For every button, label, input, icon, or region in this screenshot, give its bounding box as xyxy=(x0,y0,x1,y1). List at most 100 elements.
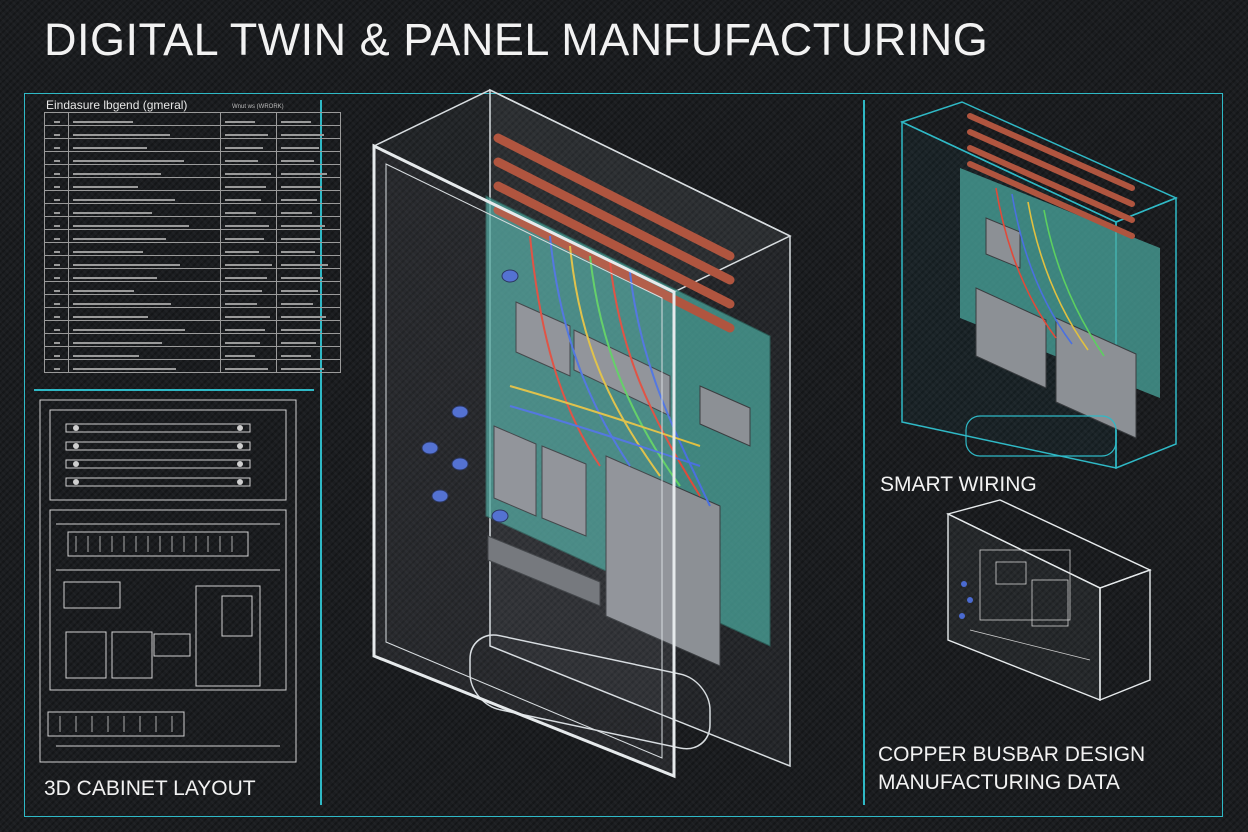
cabinet-layout-label: 3D CABINET LAYOUT xyxy=(44,777,256,800)
legend-row xyxy=(44,112,341,126)
legend-cell-text-mark xyxy=(225,354,255,357)
legend-cell xyxy=(220,294,277,308)
legend-cell-text-mark xyxy=(53,367,60,370)
content-frame xyxy=(24,93,1223,817)
legend-cell xyxy=(68,346,221,360)
legend-cell-text-mark xyxy=(281,354,311,357)
legend-cell-text-mark xyxy=(281,133,324,136)
legend-cell-text-mark xyxy=(53,224,60,227)
legend-cell xyxy=(44,190,69,204)
legend-cell-text-mark xyxy=(225,302,257,305)
legend-cell xyxy=(276,125,341,139)
legend-cell-text-mark xyxy=(53,185,60,188)
legend-cell xyxy=(220,359,277,373)
legend-cell-text-mark xyxy=(225,185,266,188)
legend-cell xyxy=(220,320,277,334)
legend-cell xyxy=(276,242,341,256)
legend-cell-text-mark xyxy=(281,302,313,305)
legend-cell-text-mark xyxy=(281,237,320,240)
legend-cell-text-mark xyxy=(225,133,268,136)
divider-right xyxy=(863,100,865,805)
legend-cell-text-mark xyxy=(225,211,256,214)
legend-row xyxy=(44,138,341,152)
smart-wiring-label: SMART WIRING xyxy=(880,473,1037,496)
legend-cell xyxy=(44,281,69,295)
legend-cell xyxy=(220,112,277,126)
legend-cell-text-mark xyxy=(281,289,318,292)
legend-cell-text-mark xyxy=(53,198,60,201)
legend-cell xyxy=(44,151,69,165)
legend-cell-text-mark xyxy=(281,120,311,123)
legend-cell xyxy=(276,216,341,230)
legend-cell-text-mark xyxy=(281,172,327,175)
legend-cell xyxy=(68,333,221,347)
legend-row xyxy=(44,359,341,373)
legend-row xyxy=(44,346,341,360)
legend-row xyxy=(44,216,341,230)
legend-right-caption: Wnut ws (WRORK) xyxy=(232,104,284,110)
legend-cell-text-mark xyxy=(225,120,255,123)
legend-cell xyxy=(44,112,69,126)
legend-cell xyxy=(68,203,221,217)
legend-cell-text-mark xyxy=(281,367,324,370)
legend-cell xyxy=(276,255,341,269)
legend-cell-text-mark xyxy=(53,328,60,331)
legend-row xyxy=(44,229,341,243)
legend-cell-text-mark xyxy=(73,224,189,227)
legend-cell-text-mark xyxy=(281,146,319,149)
legend-cell xyxy=(220,346,277,360)
legend-cell-text-mark xyxy=(73,211,152,214)
legend-cell xyxy=(220,177,277,191)
legend-cell-text-mark xyxy=(225,289,262,292)
legend-cell-text-mark xyxy=(225,367,268,370)
legend-cell-text-mark xyxy=(281,341,316,344)
legend-cell xyxy=(276,268,341,282)
legend-cell xyxy=(220,216,277,230)
legend-row xyxy=(44,268,341,282)
legend-cell-text-mark xyxy=(225,315,270,318)
legend-cell xyxy=(276,164,341,178)
legend-cell xyxy=(220,268,277,282)
legend-cell xyxy=(68,138,221,152)
legend-cell xyxy=(68,164,221,178)
legend-cell-text-mark xyxy=(53,237,60,240)
legend-cell xyxy=(44,255,69,269)
legend-cell xyxy=(276,333,341,347)
legend-cell-text-mark xyxy=(73,198,175,201)
legend-cell-text-mark xyxy=(73,367,176,370)
legend-cell xyxy=(68,320,221,334)
divider-left xyxy=(320,100,322,805)
legend-cell-text-mark xyxy=(281,263,328,266)
legend-cell-text-mark xyxy=(53,341,60,344)
legend-cell xyxy=(44,138,69,152)
legend-cell xyxy=(44,203,69,217)
legend-cell-text-mark xyxy=(281,250,315,253)
legend-row xyxy=(44,294,341,308)
legend-cell xyxy=(220,151,277,165)
legend-cell xyxy=(220,229,277,243)
legend-cell-text-mark xyxy=(53,302,60,305)
legend-cell-text-mark xyxy=(73,263,180,266)
legend-cell xyxy=(68,294,221,308)
legend-cell xyxy=(276,320,341,334)
legend-cell-text-mark xyxy=(225,198,261,201)
legend-cell xyxy=(44,229,69,243)
legend-cell xyxy=(44,216,69,230)
legend-row xyxy=(44,125,341,139)
legend-row xyxy=(44,255,341,269)
legend-cell-text-mark xyxy=(281,211,312,214)
legend-cell xyxy=(276,138,341,152)
legend-cell xyxy=(220,190,277,204)
legend-row xyxy=(44,203,341,217)
legend-cell xyxy=(276,359,341,373)
legend-cell-text-mark xyxy=(225,263,272,266)
legend-cell xyxy=(220,125,277,139)
legend-cell xyxy=(276,346,341,360)
cabinet-3d-model xyxy=(372,88,792,779)
legend-row xyxy=(44,151,341,165)
legend-cell-text-mark xyxy=(73,328,185,331)
legend-row xyxy=(44,177,341,191)
legend-cell xyxy=(276,203,341,217)
legend-row xyxy=(44,242,341,256)
legend-cell-text-mark xyxy=(225,250,259,253)
